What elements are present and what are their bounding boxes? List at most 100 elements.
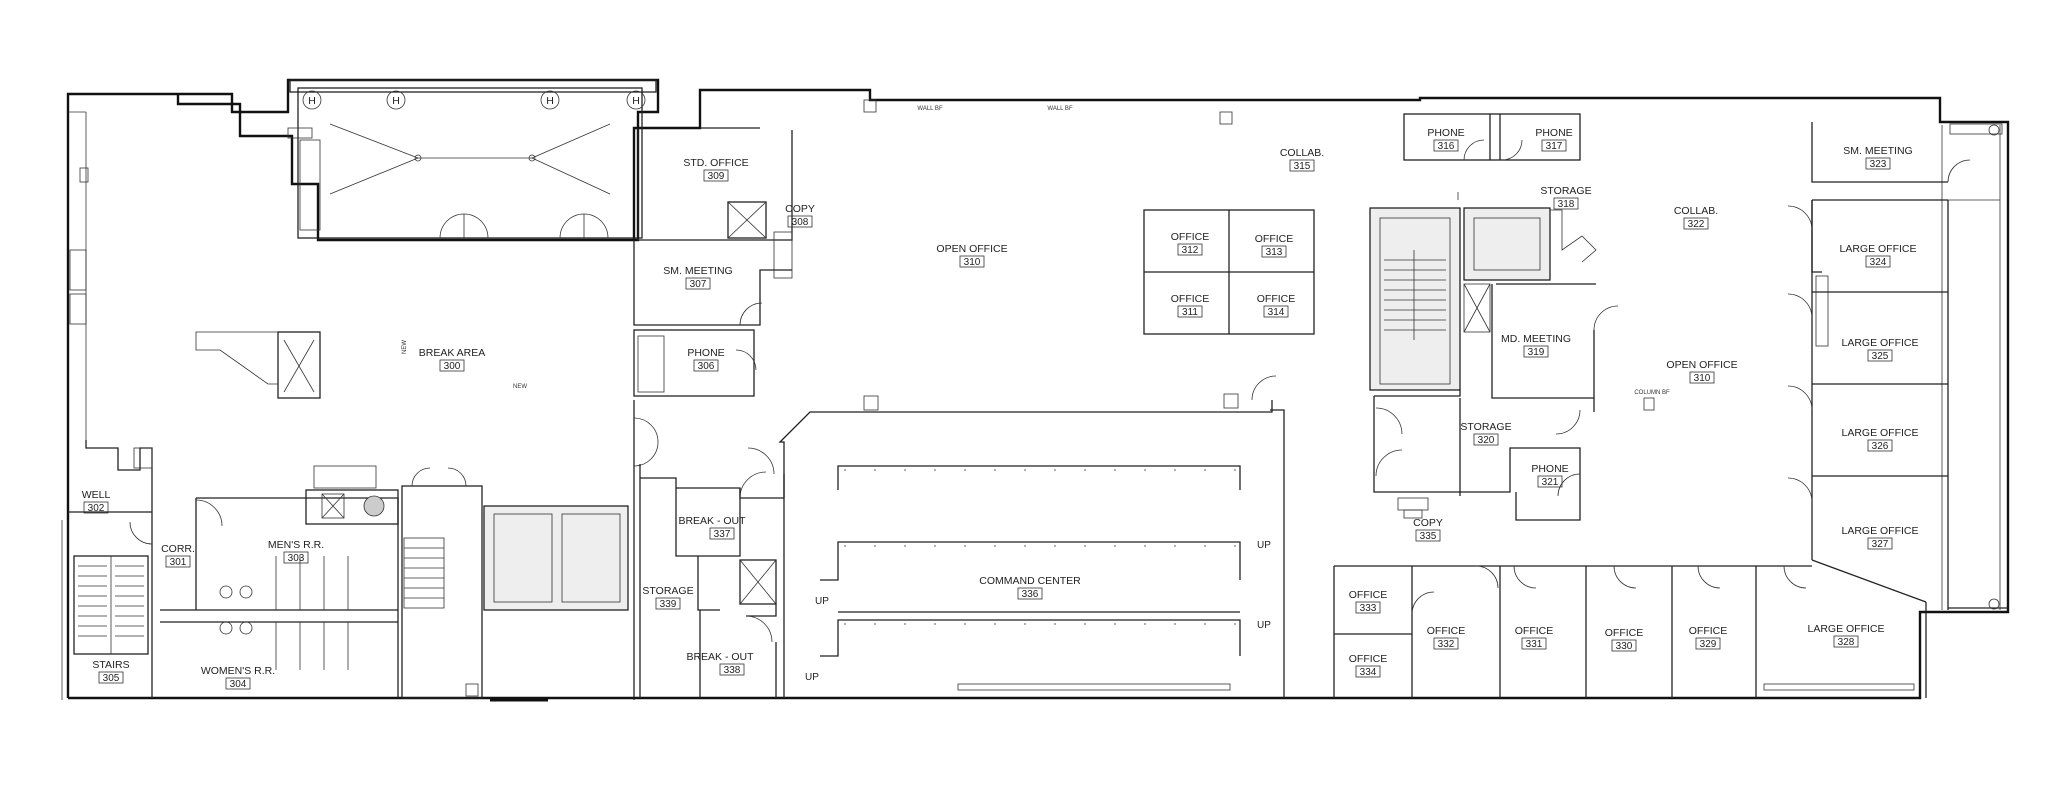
svg-text:BREAK - OUT: BREAK - OUT <box>678 515 746 527</box>
exterior-walls <box>61 78 2010 702</box>
room-open-office-310a: OPEN OFFICE 310 <box>936 243 1007 268</box>
svg-text:CORR.: CORR. <box>161 543 195 555</box>
svg-text:COLUMN BF: COLUMN BF <box>1634 390 1670 396</box>
svg-text:301: 301 <box>170 557 187 568</box>
svg-text:315: 315 <box>1294 161 1311 172</box>
svg-text:313: 313 <box>1266 247 1283 258</box>
svg-text:334: 334 <box>1360 667 1377 678</box>
svg-text:H: H <box>546 95 554 107</box>
svg-text:306: 306 <box>698 361 715 372</box>
room-large-office-327: LARGE OFFICE 327 <box>1841 525 1918 550</box>
svg-text:310: 310 <box>964 257 981 268</box>
svg-text:OPEN OFFICE: OPEN OFFICE <box>1666 359 1737 371</box>
room-office-333: OFFICE 333 <box>1349 589 1388 614</box>
room-break-area: BREAK AREA 300 <box>419 347 486 372</box>
svg-text:335: 335 <box>1420 531 1437 542</box>
left-zone-walls <box>68 127 793 700</box>
room-phone-316: PHONE 316 <box>1427 127 1464 152</box>
svg-text:WOMEN'S R.R.: WOMEN'S R.R. <box>201 665 275 677</box>
svg-text:305: 305 <box>103 673 120 684</box>
svg-text:UP: UP <box>815 596 829 607</box>
svg-text:BREAK AREA: BREAK AREA <box>419 347 486 359</box>
svg-text:PHONE: PHONE <box>687 347 724 359</box>
svg-text:MEN'S R.R.: MEN'S R.R. <box>268 539 324 551</box>
room-office-332: OFFICE 332 <box>1427 625 1466 650</box>
svg-text:STAIRS: STAIRS <box>92 659 129 671</box>
svg-text:LARGE OFFICE: LARGE OFFICE <box>1841 427 1918 439</box>
room-office-314: OFFICE 314 <box>1257 293 1296 318</box>
right-core <box>1369 192 1619 521</box>
svg-text:329: 329 <box>1700 639 1717 650</box>
svg-text:336: 336 <box>1022 589 1039 600</box>
svg-text:300: 300 <box>444 361 461 372</box>
svg-text:OFFICE: OFFICE <box>1349 589 1388 601</box>
room-large-office-325: LARGE OFFICE 325 <box>1841 337 1918 362</box>
svg-text:UP: UP <box>1257 540 1271 551</box>
svg-text:333: 333 <box>1360 603 1377 614</box>
svg-text:OFFICE: OFFICE <box>1427 625 1466 637</box>
svg-text:308: 308 <box>792 217 809 228</box>
svg-text:327: 327 <box>1872 539 1889 550</box>
svg-text:PHONE: PHONE <box>1427 127 1464 139</box>
svg-text:323: 323 <box>1870 159 1887 170</box>
svg-text:317: 317 <box>1546 141 1563 152</box>
room-corr: CORR. 301 <box>161 543 195 568</box>
svg-text:OPEN OFFICE: OPEN OFFICE <box>936 243 1007 255</box>
svg-text:OFFICE: OFFICE <box>1689 625 1728 637</box>
room-mens-rr: MEN'S R.R.303 <box>268 539 324 564</box>
room-sm-meeting-323: SM. MEETING 323 <box>1843 145 1912 170</box>
svg-text:SM. MEETING: SM. MEETING <box>1843 145 1912 157</box>
svg-text:316: 316 <box>1438 141 1455 152</box>
svg-text:OFFICE: OFFICE <box>1257 293 1296 305</box>
svg-text:STD. OFFICE: STD. OFFICE <box>683 157 748 169</box>
svg-text:WELL: WELL <box>82 489 111 501</box>
svg-text:325: 325 <box>1872 351 1889 362</box>
svg-text:MD. MEETING: MD. MEETING <box>1501 333 1571 345</box>
svg-text:PHONE: PHONE <box>1535 127 1572 139</box>
room-open-office-310b: OPEN OFFICE 310 <box>1666 359 1737 384</box>
room-copy-308: COPY 308 <box>785 203 815 228</box>
svg-text:LARGE OFFICE: LARGE OFFICE <box>1841 525 1918 537</box>
svg-text:LARGE OFFICE: LARGE OFFICE <box>1839 243 1916 255</box>
svg-text:332: 332 <box>1438 639 1455 650</box>
svg-text:COPY: COPY <box>785 203 815 215</box>
room-womens-rr: WOMEN'S R.R. 304 <box>201 665 275 690</box>
svg-text:304: 304 <box>230 679 247 690</box>
phone-rooms <box>1403 113 1581 161</box>
svg-text:LARGE OFFICE: LARGE OFFICE <box>1841 337 1918 349</box>
svg-text:310: 310 <box>1694 373 1711 384</box>
svg-text:312: 312 <box>1182 245 1199 256</box>
svg-text:330: 330 <box>1616 641 1633 652</box>
svg-text:326: 326 <box>1872 441 1889 452</box>
svg-text:STORAGE: STORAGE <box>1540 185 1591 197</box>
svg-text:STORAGE: STORAGE <box>642 585 693 597</box>
svg-text:324: 324 <box>1870 257 1887 268</box>
svg-text:WALL BF: WALL BF <box>917 106 943 112</box>
large-offices <box>1787 122 2008 698</box>
svg-text:314: 314 <box>1268 307 1285 318</box>
svg-text:319: 319 <box>1528 347 1545 358</box>
svg-text:H: H <box>392 95 400 107</box>
room-collab-322: COLLAB.322 <box>1674 205 1718 230</box>
office-pod <box>1143 209 1315 335</box>
svg-text:321: 321 <box>1542 477 1559 488</box>
svg-text:H: H <box>632 95 640 107</box>
command-center-rows <box>465 99 1285 698</box>
stair-treads <box>78 565 144 637</box>
svg-text:322: 322 <box>1688 219 1705 230</box>
